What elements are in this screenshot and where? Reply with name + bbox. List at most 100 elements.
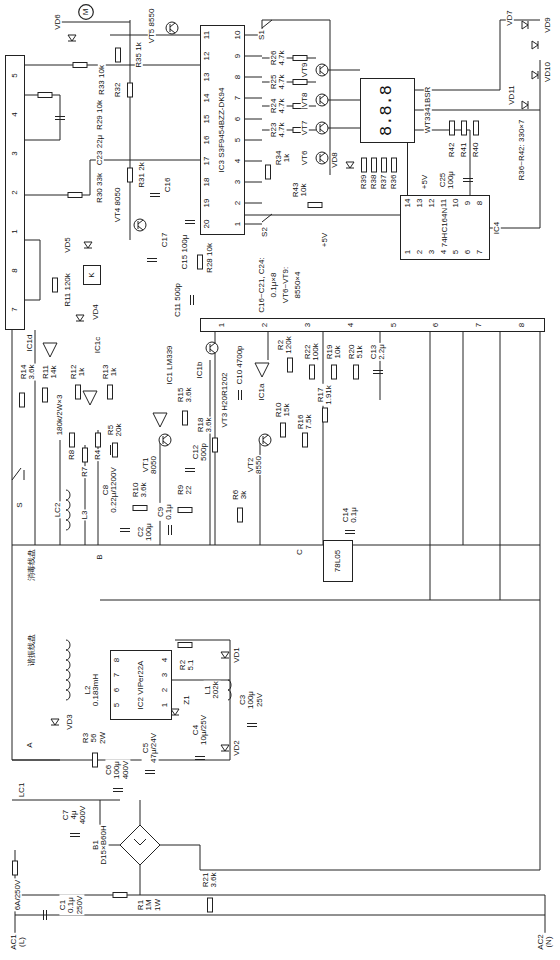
capacitor-symbol: [169, 525, 172, 535]
resistor-symbol: [128, 83, 133, 97]
diode-symbol: [68, 35, 76, 41]
part-label: R14 3.6k: [20, 363, 37, 380]
part-label: C16~C21, C24:: [258, 256, 266, 313]
node-text: 8: [518, 323, 527, 327]
pin-number: 7: [113, 672, 121, 678]
pin-number: 15: [203, 114, 211, 125]
part-label: VT5 8550: [148, 8, 156, 45]
pin-number: 2: [161, 687, 169, 693]
transistor-symbol: [134, 219, 146, 231]
pin-number: 2: [416, 249, 424, 255]
node-text: 8: [11, 268, 20, 272]
capacitor-symbol: [150, 194, 160, 197]
part-label: R20 51k: [348, 344, 365, 361]
node-text: 7: [11, 307, 20, 311]
node-text: 1: [218, 323, 227, 327]
wire-connector: [407, 143, 408, 195]
part-label: LC1: [18, 782, 26, 799]
part-label: VD3: [66, 713, 74, 731]
transistor-symbol: [316, 152, 328, 164]
part-label: R36~R42: 330×7: [518, 119, 526, 182]
resistor-symbol: [53, 278, 58, 292]
part-label: VT6: [301, 150, 309, 167]
capacitor-symbol: [239, 390, 242, 400]
capacitor-symbol: [120, 529, 130, 532]
part-label: C17: [161, 232, 169, 249]
part-label: VD1: [233, 646, 241, 664]
wire: [12, 20, 540, 760]
zener-symbol: [171, 709, 179, 715]
resistor-symbol: [208, 898, 213, 912]
part-label: R19 10k: [326, 344, 343, 361]
part-label: VD10: [544, 61, 552, 83]
pin-number: 14: [404, 198, 412, 209]
part-label: C23 22μ: [96, 134, 104, 166]
pin-number: 5: [452, 249, 460, 255]
led-symbol: [522, 101, 528, 109]
connector-strip: 5432187: [5, 55, 25, 330]
pin-number: 10: [234, 30, 242, 41]
coil: [66, 640, 70, 700]
part-label: R31 2k: [138, 161, 146, 188]
part-label: R43 10k: [292, 182, 309, 199]
part-label: R32: [114, 82, 122, 99]
pin-number: 16: [203, 135, 211, 146]
pin-number: 4: [161, 657, 169, 663]
resistor-symbol: [462, 121, 467, 135]
node-text: 3: [11, 151, 20, 155]
resistor-symbol: [308, 203, 322, 208]
part-label: 8550×4: [294, 271, 302, 300]
resistor-symbol: [293, 56, 307, 61]
part-label: IC1b: [196, 361, 204, 380]
diode-symbol: [221, 745, 229, 751]
node-text: 8.8.8: [378, 85, 397, 136]
part-label: VT1 8050: [142, 455, 159, 475]
part-label: S2: [261, 226, 269, 238]
node-text: 6: [432, 323, 441, 327]
part-label: IC1 LM339: [166, 344, 174, 385]
capacitor-symbol: [345, 531, 355, 534]
part-label: A: [26, 741, 34, 748]
pin-number: 6: [113, 687, 121, 693]
part-label: S1: [258, 29, 266, 41]
part-label: R33 10k: [98, 64, 106, 96]
pin-number: 8: [476, 200, 484, 206]
part-label: C10 4700p: [236, 344, 244, 385]
part-label: VT8: [301, 92, 309, 109]
node-text: M: [82, 9, 91, 16]
resistor-symbol: [133, 506, 147, 511]
diode-symbol: [51, 719, 59, 725]
capacitor-symbol: [463, 179, 473, 182]
part-label: AC2 (N): [537, 933, 554, 951]
part-label: VD4: [92, 303, 100, 321]
pin-number: 12: [428, 198, 436, 209]
part-label: R38: [370, 174, 378, 191]
part-label: R34 1k: [275, 150, 292, 167]
capacitor-symbol: [145, 771, 155, 774]
connector-strip: 12345678: [200, 318, 545, 332]
part-label: R7: [81, 466, 89, 478]
resistor-symbol: [303, 433, 308, 447]
part-label: R42: [448, 142, 456, 159]
part-label: IC1d: [26, 334, 34, 353]
node-text: 5: [11, 73, 20, 77]
part-label: R17 1.91k: [317, 384, 334, 406]
resistor-symbol: [183, 411, 188, 425]
pin-number: 1: [161, 702, 169, 708]
part-label: +5V: [321, 232, 329, 248]
resistor-symbol: [213, 438, 218, 452]
part-label: C15 100μ: [181, 234, 189, 271]
part-label: R13 1k: [102, 364, 119, 381]
capacitor-symbol: [70, 834, 80, 837]
part-label: VD11: [508, 84, 516, 105]
part-label: R16 7.5k: [297, 413, 314, 430]
part-label: VT6~VT9:: [282, 266, 290, 304]
part-label: C1 0.1μ 250V: [59, 895, 84, 916]
part-label: C9 0.1μ: [157, 503, 174, 521]
pin-number: 10: [452, 198, 460, 209]
part-label: C8 0.22μ/1200V: [102, 466, 119, 514]
part-label: VD6: [54, 13, 62, 31]
node-text: 4: [11, 112, 20, 116]
resistor-symbol: [20, 393, 25, 407]
